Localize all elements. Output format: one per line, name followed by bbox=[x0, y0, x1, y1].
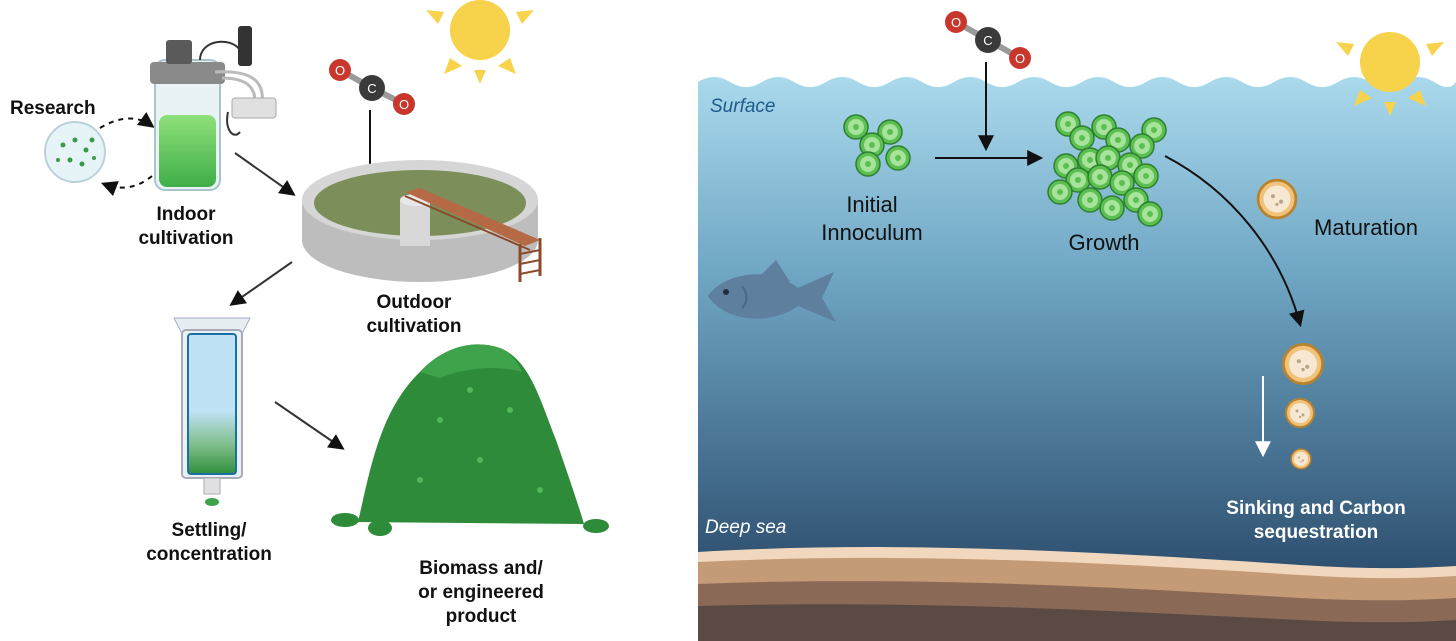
carbon-label: C bbox=[983, 33, 992, 48]
initial-inoculum-label-line2: Innoculum bbox=[821, 220, 923, 245]
co2-molecule-icon: O C O bbox=[945, 11, 1031, 69]
indoor-cultivation-label-line2: cultivation bbox=[138, 228, 233, 249]
sinking-cell-icon bbox=[1290, 448, 1312, 470]
flow-arrow-icon bbox=[234, 152, 296, 196]
oxygen-atom-icon bbox=[1009, 47, 1031, 69]
flow-arrow-icon bbox=[229, 261, 293, 306]
research-label: Research bbox=[10, 98, 96, 119]
sun-icon bbox=[426, 0, 534, 84]
settling-label-line2: concentration bbox=[146, 544, 272, 565]
sinking-cell-icon bbox=[1285, 398, 1315, 428]
fish-icon bbox=[708, 260, 836, 322]
maturation-arrow-icon bbox=[1164, 155, 1305, 328]
biomass-label-line1: Biomass and/ bbox=[419, 558, 543, 579]
indoor-cultivation-label-line1: Indoor bbox=[156, 204, 216, 225]
biomass-label-line3: product bbox=[446, 606, 517, 627]
ocean-water bbox=[698, 77, 1456, 641]
biomass-pile-icon bbox=[331, 344, 609, 536]
research-return-arrow-icon bbox=[101, 175, 153, 197]
outdoor-pond-icon bbox=[302, 160, 542, 282]
bioreactor-icon bbox=[150, 26, 277, 191]
oxygen-atom-icon bbox=[945, 11, 967, 33]
oxygen-label: O bbox=[1015, 51, 1025, 66]
co2-molecule-icon: O C O bbox=[329, 59, 415, 115]
biomass-label-line2: or engineered bbox=[418, 582, 544, 603]
carbon-atom-icon bbox=[975, 27, 1001, 53]
sinking-label-line1: Sinking and Carbon bbox=[1226, 498, 1405, 519]
settling-column-icon bbox=[173, 317, 251, 506]
sinking-cell-icon bbox=[1282, 342, 1324, 386]
outdoor-cultivation-label-line2: cultivation bbox=[366, 316, 461, 337]
flow-arrow-icon bbox=[274, 401, 345, 450]
right-panel: O C O Surface Deep sea Initial Innoculum bbox=[698, 11, 1456, 641]
initial-inoculum-label-line1: Initial bbox=[846, 192, 897, 217]
oxygen-label: O bbox=[335, 63, 345, 78]
research-arrow-icon bbox=[99, 112, 155, 129]
outdoor-cultivation-label-line1: Outdoor bbox=[377, 292, 453, 313]
oxygen-atom-icon bbox=[329, 59, 351, 81]
carbon-label: C bbox=[367, 81, 376, 96]
surface-label: Surface bbox=[710, 96, 775, 117]
oxygen-label: O bbox=[399, 97, 409, 112]
growth-label: Growth bbox=[1069, 230, 1140, 255]
left-panel: O C O Research bbox=[10, 0, 609, 627]
seafloor-bedrock-layer bbox=[698, 604, 1456, 641]
sinking-label-line2: sequestration bbox=[1254, 522, 1379, 543]
settling-label-line1: Settling/ bbox=[172, 520, 248, 541]
carbon-atom-icon bbox=[359, 75, 385, 101]
mature-cell-icon bbox=[1256, 178, 1298, 220]
oxygen-label: O bbox=[951, 15, 961, 30]
deep-sea-label: Deep sea bbox=[705, 517, 786, 538]
petri-dish-icon bbox=[44, 121, 106, 183]
oxygen-atom-icon bbox=[393, 93, 415, 115]
maturation-label: Maturation bbox=[1314, 215, 1418, 240]
